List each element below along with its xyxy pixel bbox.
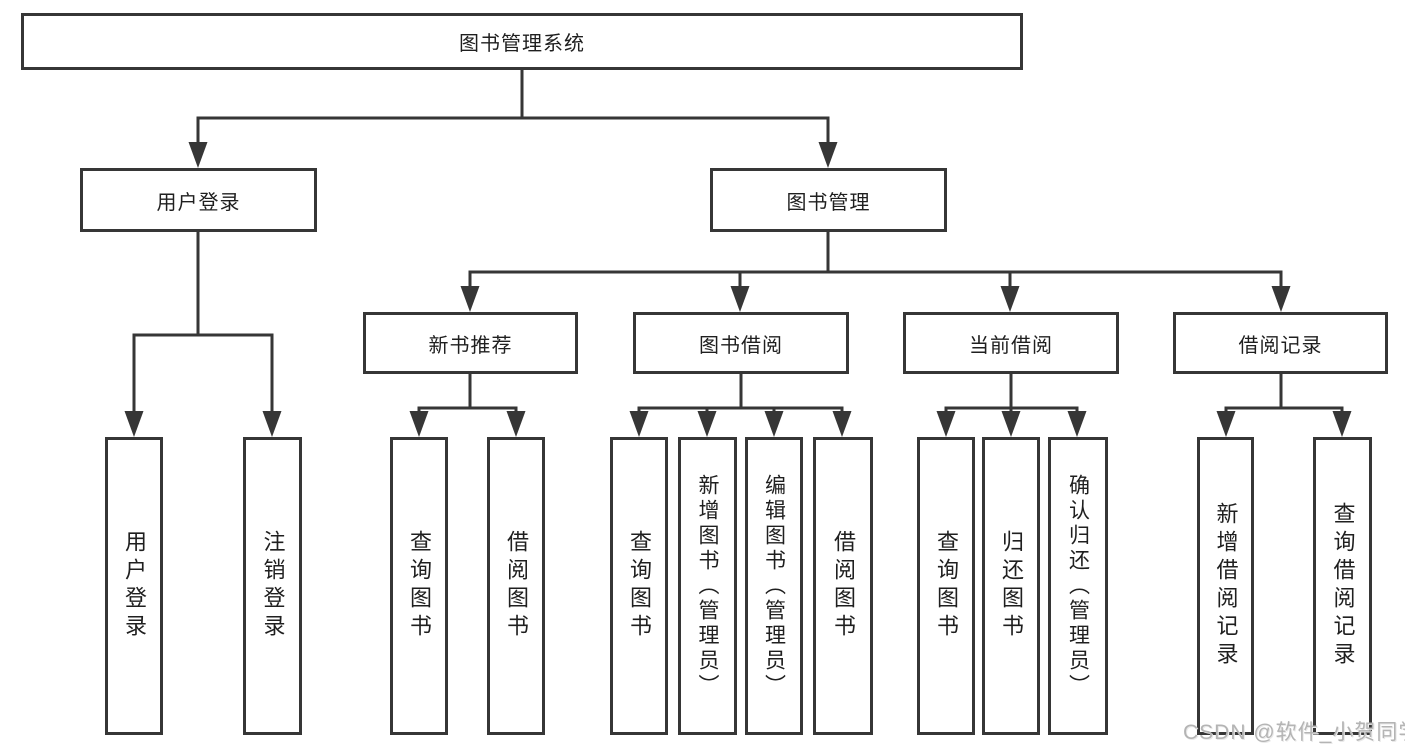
leaf-return-book: 归还图书 [982,437,1040,735]
arrowhead [1001,411,1021,437]
arrowhead [460,286,480,312]
node-library-system: 图书管理系统 [21,13,1023,70]
connector-path [1224,374,1344,412]
arrowhead [730,286,750,312]
node-user-login: 用户登录 [80,168,317,232]
arrowhead [1067,411,1087,437]
leaf-user-login: 用户登录 [105,437,163,735]
leaf-borrow-books-1: 借阅图书 [487,437,545,735]
connector-path [637,374,844,412]
leaf-label: 查询图书 [934,530,959,642]
leaf-add-book-admin: 新增图书（管理员） [678,437,737,735]
leaf-label: 用户登录 [122,530,147,642]
leaf-label: 查询图书 [627,530,652,642]
arrowhead [764,411,784,437]
leaf-label: 查询图书 [407,530,432,642]
leaf-borrow-books-2: 借阅图书 [813,437,873,735]
arrowhead [629,411,649,437]
leaf-query-books-3: 查询图书 [917,437,975,735]
connector-path [468,232,1283,287]
leaf-confirm-return-admin: 确认归还（管理员） [1048,437,1108,735]
leaf-edit-book-admin: 编辑图书（管理员） [745,437,803,735]
leaf-label: 归还图书 [999,530,1024,642]
leaf-label: 注销登录 [260,530,286,642]
connector-path [196,70,830,142]
leaf-add-borrow-record: 新增借阅记录 [1197,437,1254,735]
leaf-label: 新增图书（管理员） [696,473,719,699]
node-book-management: 图书管理 [710,168,947,232]
arrowhead [1332,411,1352,437]
connector-path [417,374,518,412]
leaf-query-books-2: 查询图书 [610,437,668,735]
arrowhead [188,142,208,168]
arrowhead [832,411,852,437]
arrowhead [506,411,526,437]
leaf-label: 新增借阅记录 [1213,502,1239,670]
arrowhead [262,411,282,437]
leaf-query-borrow-record: 查询借阅记录 [1313,437,1372,735]
arrowhead [1271,286,1291,312]
arrowhead [818,142,838,168]
leaf-label: 查询借阅记录 [1330,502,1356,670]
watermark: CSDN @软件_小贺同学 [1183,721,1405,744]
arrowhead [409,411,429,437]
node-book-borrow: 图书借阅 [633,312,849,374]
arrowhead [697,411,717,437]
arrowhead [1216,411,1236,437]
arrowhead [124,411,144,437]
leaf-logout: 注销登录 [243,437,302,735]
node-new-book-recommend: 新书推荐 [363,312,578,374]
connector-path [944,374,1079,412]
arrowhead [1000,286,1020,312]
leaf-label: 借阅图书 [504,530,529,642]
node-current-borrow: 当前借阅 [903,312,1119,374]
connector-path [132,232,274,411]
leaf-query-books-1: 查询图书 [390,437,448,735]
leaf-label: 编辑图书（管理员） [762,473,786,699]
node-borrow-records: 借阅记录 [1173,312,1388,374]
arrowhead [936,411,956,437]
leaf-label: 确认归还（管理员） [1066,473,1090,699]
leaf-label: 借阅图书 [831,530,856,642]
